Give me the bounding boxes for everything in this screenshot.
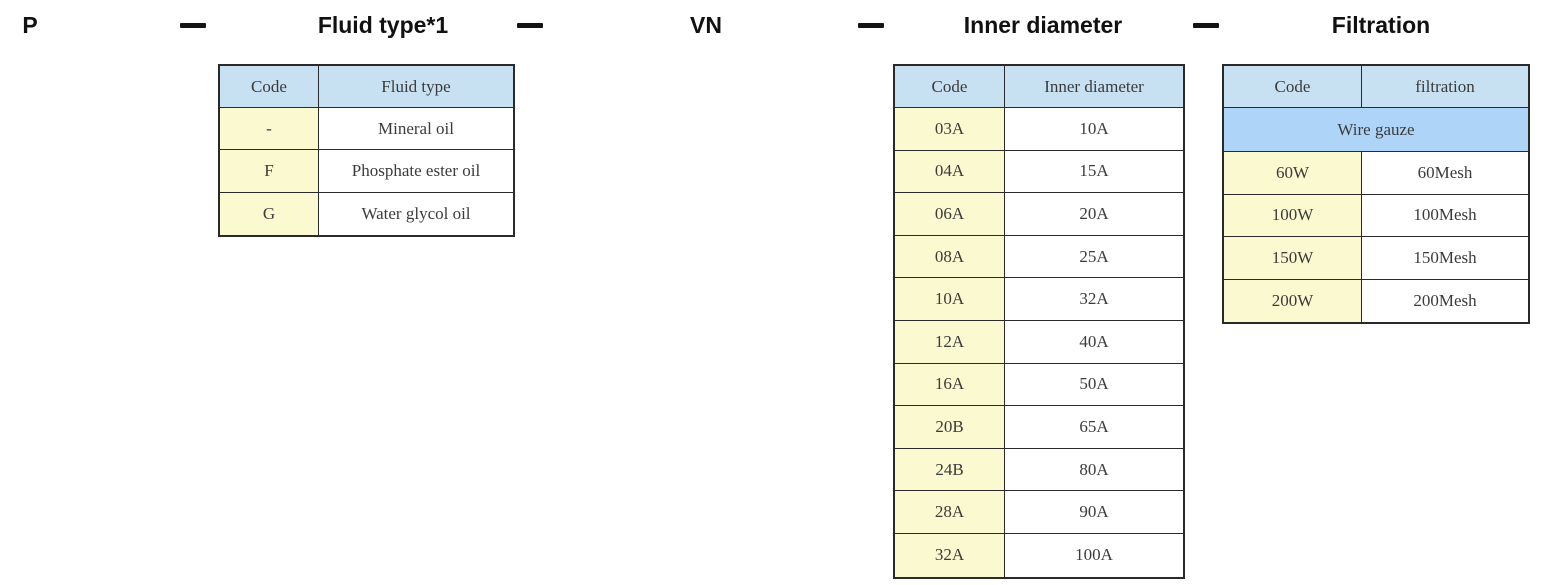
value-cell: 20A <box>1005 193 1183 235</box>
value-cell: 100Mesh <box>1362 194 1528 236</box>
table-row: - Mineral oil <box>220 108 513 151</box>
column-header-value: Inner diameter <box>1005 66 1183 107</box>
table-row: 08A 25A <box>895 235 1183 279</box>
code-cell: 16A <box>895 363 1005 406</box>
code-cell: F <box>220 150 319 192</box>
value-cell: 60Mesh <box>1362 152 1528 194</box>
table-header-row: Code Fluid type <box>220 66 513 108</box>
value-cell: 150Mesh <box>1362 237 1528 279</box>
group-row-wire-gauze: Wire gauze <box>1224 108 1528 152</box>
dash-separator-icon <box>858 23 884 28</box>
table-row: G Water glycol oil <box>220 192 513 235</box>
code-cell: 200W <box>1224 279 1362 322</box>
value-cell: 65A <box>1005 406 1183 448</box>
inner-diameter-table: Code Inner diameter 03A 10A 04A 15A 06A … <box>893 64 1185 579</box>
column-header-code: Code <box>220 66 319 107</box>
value-cell: 15A <box>1005 150 1183 193</box>
group-row-label: Wire gauze <box>1224 108 1528 151</box>
table-row: 20B 65A <box>895 406 1183 449</box>
value-cell: 80A <box>1005 448 1183 491</box>
table-row: 100W 100Mesh <box>1224 194 1528 237</box>
filtration-table: Code filtration Wire gauze 60W 60Mesh 10… <box>1222 64 1530 324</box>
code-cell: 03A <box>895 108 1005 150</box>
column-header-code: Code <box>1224 66 1362 107</box>
value-cell: Mineral oil <box>319 108 513 150</box>
code-cell: G <box>220 192 319 235</box>
code-cell: 20B <box>895 406 1005 448</box>
code-cell: - <box>220 108 319 150</box>
table-row: 200W 200Mesh <box>1224 279 1528 322</box>
table-row: 16A 50A <box>895 363 1183 407</box>
table-row: 24B 80A <box>895 448 1183 492</box>
table-row: 60W 60Mesh <box>1224 152 1528 195</box>
value-cell: 32A <box>1005 278 1183 320</box>
code-cell: 32A <box>895 533 1005 577</box>
table-row: 04A 15A <box>895 150 1183 194</box>
column-header-value: filtration <box>1362 66 1528 107</box>
dash-separator-icon <box>180 23 206 28</box>
fluid-type-table: Code Fluid type - Mineral oil F Phosphat… <box>218 64 515 237</box>
code-cell: 12A <box>895 320 1005 363</box>
code-cell: 24B <box>895 448 1005 491</box>
value-cell: 100A <box>1005 533 1183 577</box>
value-cell: Phosphate ester oil <box>319 150 513 192</box>
value-cell: 40A <box>1005 320 1183 363</box>
dash-separator-icon <box>517 23 543 28</box>
table-row: 10A 32A <box>895 278 1183 321</box>
table-row: F Phosphate ester oil <box>220 150 513 193</box>
filtration-header-label: Filtration <box>1331 12 1431 38</box>
code-cell: 08A <box>895 235 1005 278</box>
table-row: 28A 90A <box>895 491 1183 534</box>
table-row: 03A 10A <box>895 108 1183 151</box>
code-cell: 04A <box>895 150 1005 193</box>
code-cell: 100W <box>1224 194 1362 236</box>
table-header-row: Code filtration <box>1224 66 1528 108</box>
column-header-value: Fluid type <box>319 66 513 107</box>
code-cell: 28A <box>895 491 1005 533</box>
code-cell: 10A <box>895 278 1005 320</box>
table-row: 12A 40A <box>895 320 1183 364</box>
model-code-prefix: P <box>22 12 38 38</box>
column-header-code: Code <box>895 66 1005 107</box>
code-cell: 60W <box>1224 152 1362 194</box>
value-cell: 10A <box>1005 108 1183 150</box>
value-cell: 90A <box>1005 491 1183 533</box>
table-row: 32A 100A <box>895 533 1183 577</box>
value-cell: 50A <box>1005 363 1183 406</box>
value-cell: 200Mesh <box>1362 279 1528 322</box>
model-code-vn: VN <box>690 12 722 38</box>
fluid-type-header-label: Fluid type*1 <box>317 12 449 38</box>
dash-separator-icon <box>1193 23 1219 28</box>
table-row: 06A 20A <box>895 193 1183 236</box>
value-cell: 25A <box>1005 235 1183 278</box>
code-cell: 06A <box>895 193 1005 235</box>
code-cell: 150W <box>1224 237 1362 279</box>
table-header-row: Code Inner diameter <box>895 66 1183 108</box>
table-row: 150W 150Mesh <box>1224 237 1528 280</box>
inner-diameter-header-label: Inner diameter <box>963 12 1123 38</box>
value-cell: Water glycol oil <box>319 192 513 235</box>
